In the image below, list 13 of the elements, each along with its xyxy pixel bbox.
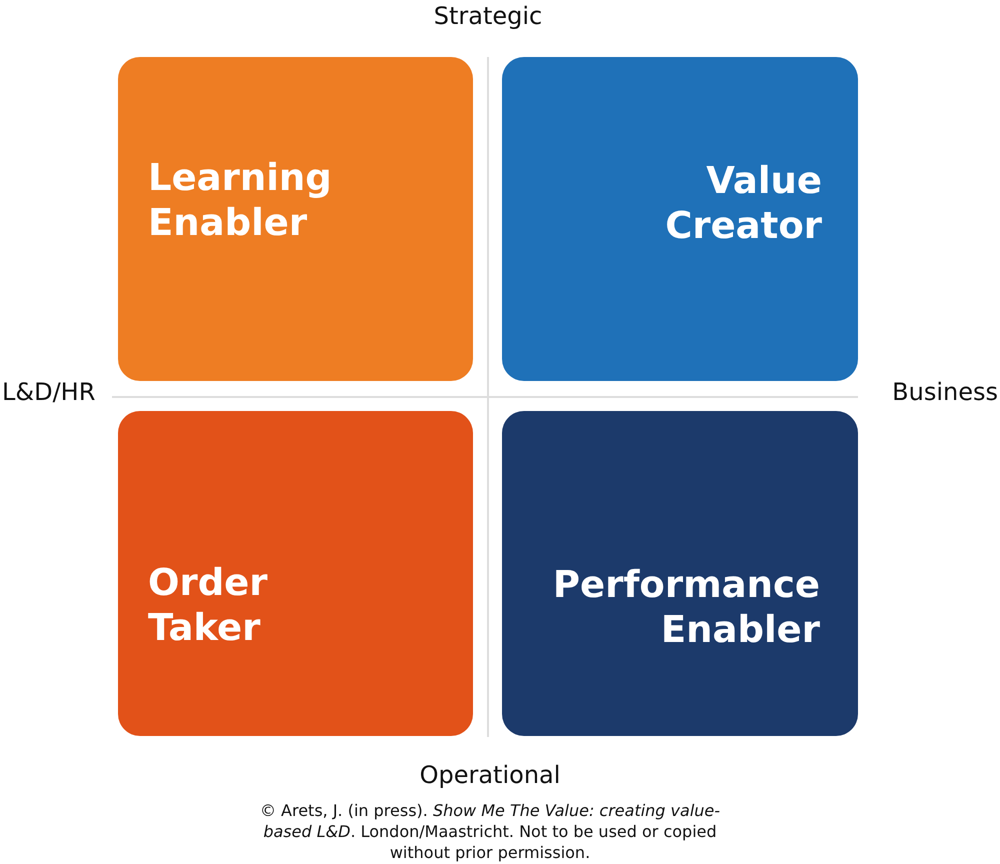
quadrant-title: Learning Enabler bbox=[148, 155, 332, 245]
caption: © Arets, J. (in press). Show Me The Value: creating value-based L&D. London/Maastricht. Not to be used or copied without prior permission. bbox=[258, 800, 722, 863]
quadrant-title: Order Taker bbox=[148, 560, 268, 650]
quadrant-box bbox=[502, 411, 858, 736]
axis-label: L&D/HR bbox=[2, 378, 96, 406]
axis-label: Business bbox=[892, 378, 998, 406]
axis-label: Operational bbox=[420, 761, 560, 789]
axis-label: Strategic bbox=[434, 2, 542, 30]
quadrant-box bbox=[502, 57, 858, 381]
quadrant-title: Value Creator bbox=[665, 158, 822, 248]
quadrant-box bbox=[118, 411, 473, 736]
quadrant-title: Performance Enabler bbox=[552, 562, 820, 652]
quadrant-box bbox=[118, 57, 473, 381]
